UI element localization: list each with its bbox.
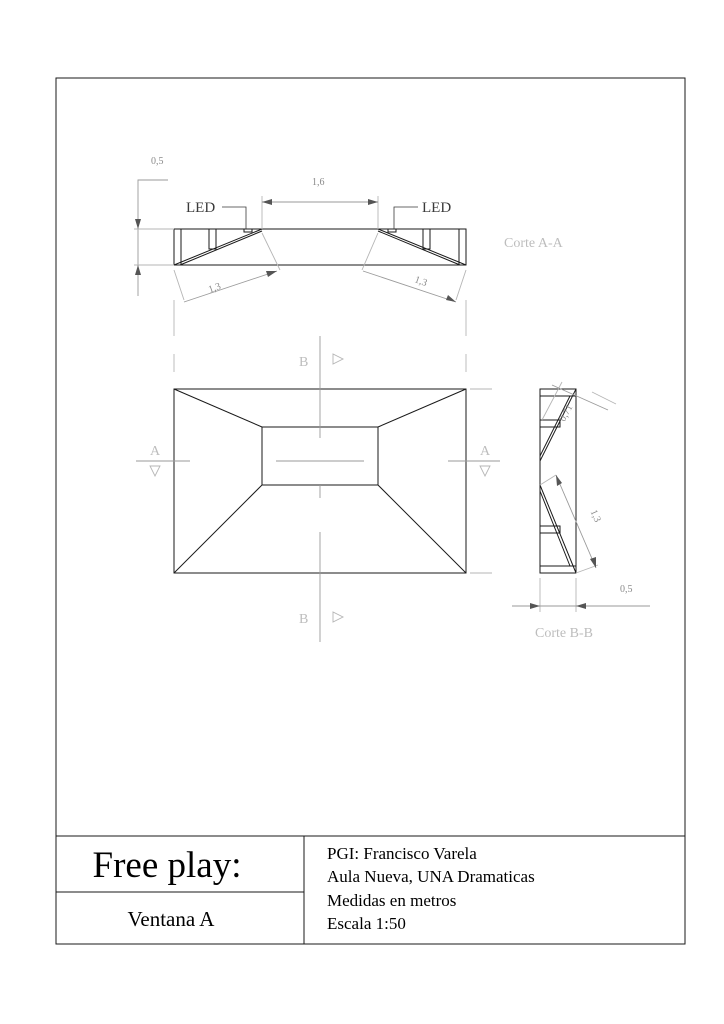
section-b-slope-upper-2	[539, 395, 571, 457]
dim-opening-value: 1,6	[312, 177, 325, 188]
info-line-units: Medidas en metros	[327, 891, 456, 910]
section-a-a: 0,5 1,6 LED LED 1,3 1,3 Corte A-A	[134, 156, 564, 303]
dim-height-value: 0,5	[151, 156, 164, 167]
info-line-location: Aula Nueva, UNA Dramaticas	[327, 867, 535, 886]
dim-lower-arrow-bottom	[590, 557, 596, 568]
plan-diag-tl	[173, 388, 263, 428]
dim-right-slope-line	[362, 270, 457, 303]
dim-left-slope-arrow	[266, 271, 277, 277]
dim-lower-line	[555, 474, 597, 569]
plan-diag-tr	[377, 388, 467, 428]
bottom-wall-hatch	[539, 565, 577, 574]
dim-lower-ext-2	[575, 564, 599, 574]
dim-depth-value: 0,5	[620, 584, 633, 595]
dim-lower-arrow-top	[556, 475, 562, 486]
dim-left-slope-ext-1	[173, 269, 185, 301]
cut-b-top-arrow	[332, 353, 345, 365]
cut-b-bottom-letter: B	[299, 612, 308, 627]
plan-diag-br	[377, 484, 467, 574]
led-label-left: LED	[186, 200, 215, 216]
right-led-hatch	[422, 228, 431, 250]
cut-a-right-letter: A	[480, 444, 491, 459]
led-leader-left	[222, 206, 247, 229]
title-block: Free play: Ventana A PGI: Francisco Vare…	[56, 835, 685, 944]
dim-depth-arrow-right	[576, 603, 586, 609]
dim-opening-arrow-right	[368, 199, 378, 205]
info-line-scale: Escala 1:50	[327, 914, 406, 933]
left-slope-line-2	[179, 230, 263, 266]
right-slope-line	[377, 228, 467, 266]
led-leader-right	[393, 206, 418, 229]
plan-view: A A B B	[136, 336, 500, 642]
dim-upper-line	[551, 384, 609, 411]
dim-upper-ext-2	[591, 391, 617, 405]
upper-led-hatch	[539, 419, 561, 428]
dim-right-slope-value: 1,3	[413, 274, 429, 289]
dim-height-arrow-top	[135, 219, 141, 229]
dim-height-line	[137, 179, 168, 296]
right-wall-hatch	[458, 228, 467, 266]
dim-right-slope-arrow	[446, 295, 456, 302]
dim-upper-value: 0,71	[557, 403, 575, 424]
section-b-b: 0,71 1,3 0,5 Corte B-B	[512, 381, 650, 641]
corte-aa-label: Corte A-A	[504, 236, 564, 251]
dim-lower-value: 1,3	[588, 508, 603, 524]
left-slope-line	[173, 228, 263, 266]
project-title: Free play:	[93, 845, 242, 886]
cut-b-bottom-arrow	[332, 611, 345, 623]
dim-height-arrow-bottom	[135, 265, 141, 275]
plan-diag-bl	[173, 484, 263, 574]
section-b-slope-upper	[539, 388, 577, 462]
sheet-name: Ventana A	[128, 907, 216, 931]
right-led-strip	[387, 228, 397, 233]
left-wall-hatch	[173, 228, 182, 266]
dim-right-slope-ext-1	[455, 269, 467, 301]
dim-left-slope-line	[183, 270, 278, 303]
corte-bb-label: Corte B-B	[535, 626, 593, 641]
cut-a-left-arrow	[149, 465, 161, 478]
section-b-slope-lower-2	[539, 490, 571, 567]
lower-led-hatch	[539, 525, 561, 534]
info-line-author: PGI: Francisco Varela	[327, 844, 477, 863]
left-led-hatch	[208, 228, 217, 250]
sheet-border	[55, 77, 686, 945]
dim-depth-arrow-left	[530, 603, 540, 609]
cut-a-right-arrow	[479, 465, 491, 478]
cut-b-top-letter: B	[299, 355, 308, 370]
section-b-slope-lower	[539, 484, 577, 574]
dim-left-slope-ext-2	[261, 232, 281, 271]
dim-opening-arrow-left	[262, 199, 272, 205]
dim-left-slope-value: 1,3	[207, 281, 223, 296]
left-led-strip	[243, 228, 253, 233]
cut-a-left-letter: A	[150, 444, 161, 459]
dim-right-slope-ext-2	[361, 232, 379, 271]
dim-lower-ext	[539, 474, 557, 486]
led-label-right: LED	[422, 200, 451, 216]
right-slope-line-2	[377, 230, 461, 266]
